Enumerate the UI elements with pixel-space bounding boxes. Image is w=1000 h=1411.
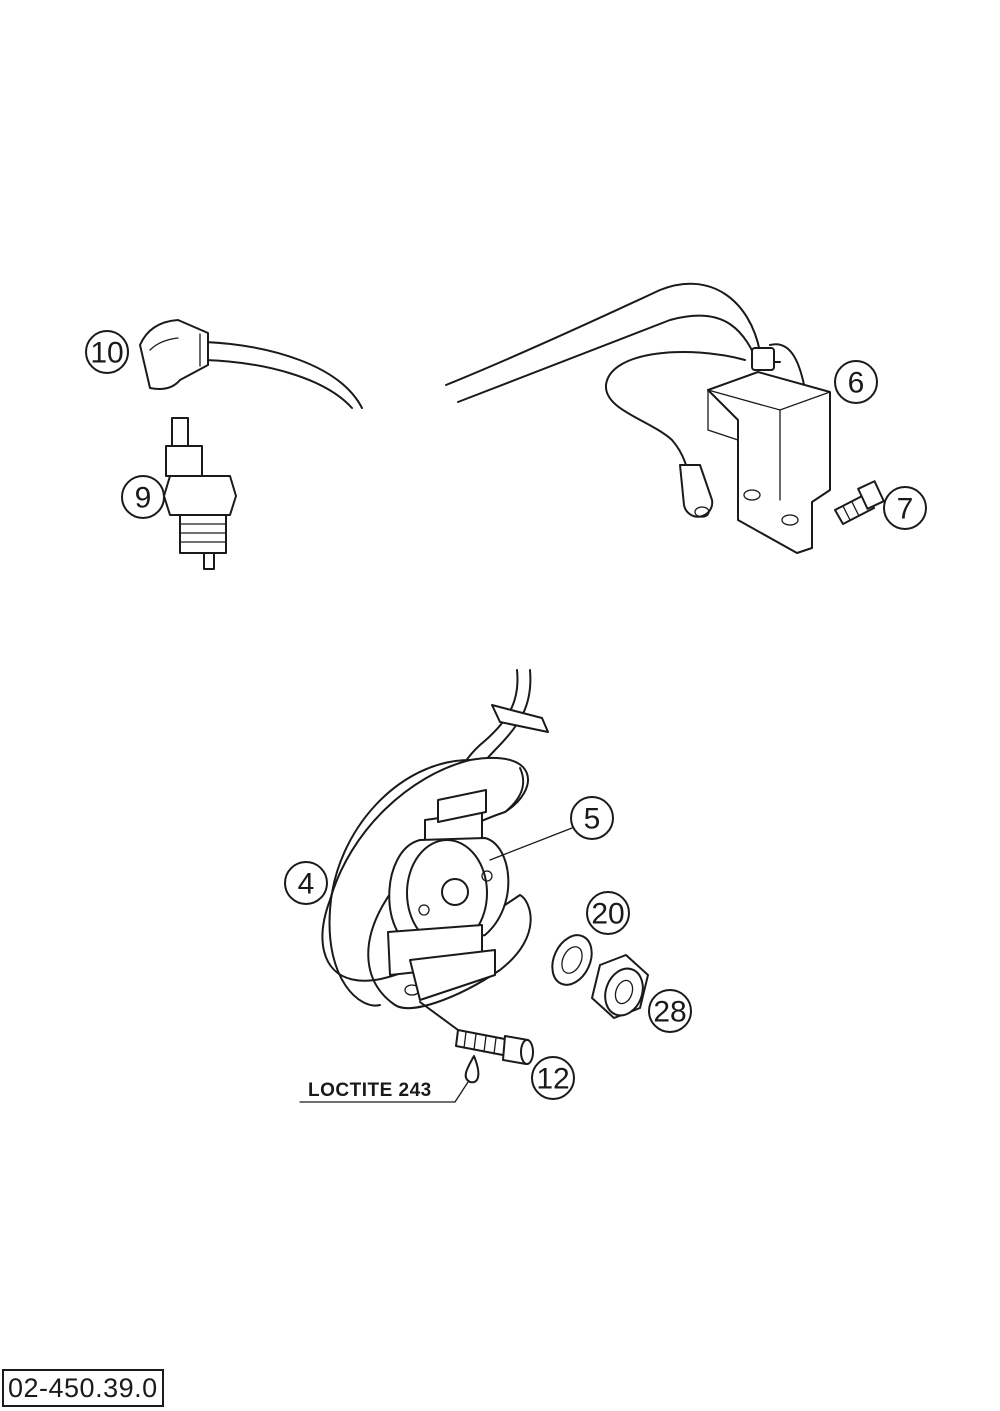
washer [551, 934, 593, 986]
svg-text:20: 20 [591, 898, 624, 931]
callout-10: 10 [85, 330, 129, 374]
svg-text:4: 4 [298, 868, 315, 901]
loctite-drop-icon [464, 1055, 480, 1084]
svg-text:10: 10 [90, 337, 123, 370]
loctite-note: LOCTITE 243 [308, 1080, 432, 1101]
coil-screw [834, 480, 885, 525]
ignition-coil [707, 347, 831, 554]
callout-12: 12 [531, 1056, 575, 1100]
callout-6: 6 [834, 360, 878, 404]
callout-20: 20 [586, 891, 630, 935]
svg-text:7: 7 [897, 493, 914, 526]
stator-screw [419, 1001, 534, 1065]
leader-lines [299, 827, 573, 1103]
svg-text:5: 5 [584, 803, 601, 836]
spark-plug-cap [139, 319, 363, 409]
callout-28: 28 [648, 989, 692, 1033]
ignition-cable [445, 282, 807, 518]
callout-7: 7 [883, 486, 927, 530]
callout-4: 4 [284, 861, 328, 905]
svg-text:12: 12 [536, 1063, 569, 1096]
callout-9: 9 [121, 475, 165, 519]
svg-text:6: 6 [848, 367, 865, 400]
svg-text:28: 28 [653, 996, 686, 1029]
spark-plug [163, 417, 237, 570]
drawing-number-label: 02-450.39.0 [2, 1369, 164, 1407]
svg-text:9: 9 [135, 482, 152, 515]
nut [591, 954, 649, 1019]
callout-5: 5 [570, 796, 614, 840]
